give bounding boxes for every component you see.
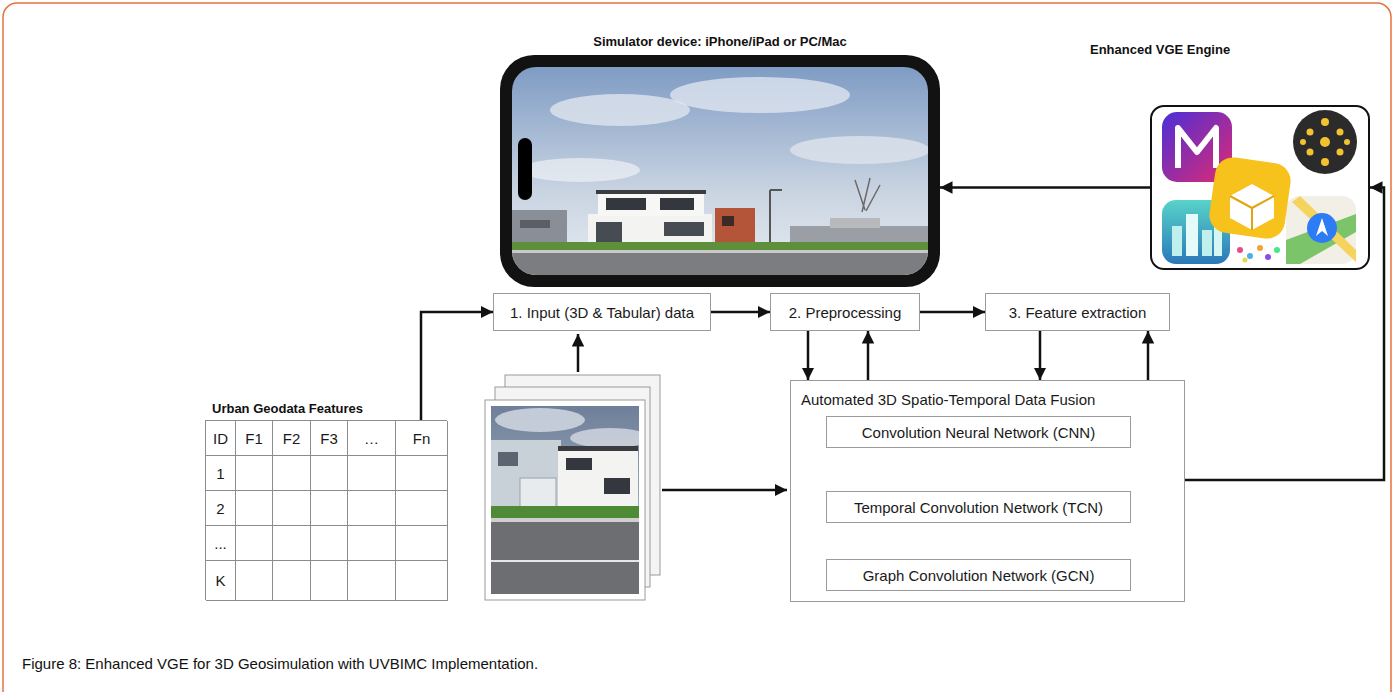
process-box: 3. Feature extraction	[985, 293, 1170, 331]
flow-arrow	[807, 331, 810, 380]
flow-arrow	[421, 312, 493, 420]
box-label: 3. Feature extraction	[1009, 304, 1147, 321]
table-cell	[396, 526, 448, 561]
flow-arrow	[1185, 188, 1384, 481]
photo-arrow	[577, 334, 580, 372]
photo-arrow	[662, 489, 787, 492]
table-cell	[236, 561, 273, 601]
photo-stack	[485, 375, 660, 600]
phone-illustration	[500, 55, 940, 287]
box-label: Temporal Convolution Network (TCN)	[854, 499, 1103, 516]
table-cell	[311, 491, 348, 526]
box-label: 1. Input (3D & Tabular) data	[510, 304, 694, 321]
engine-heading: Enhanced VGE Engine	[1090, 42, 1230, 57]
data-table: Urban Geodata FeaturesIDF1F2F3…Fn12...K	[205, 420, 447, 600]
table-cell	[396, 456, 448, 491]
process-box: 2. Preprocessing	[770, 293, 920, 331]
network-box: Graph Convolution Network (GCN)	[826, 559, 1131, 591]
table-cell	[311, 526, 348, 561]
table-cell: K	[206, 561, 236, 601]
process-box: 1. Input (3D & Tabular) data	[493, 293, 711, 331]
table-cell	[273, 561, 311, 601]
table-cell	[273, 491, 311, 526]
table-cell	[348, 456, 396, 491]
flow-arrow	[940, 186, 1150, 189]
table-cell	[348, 526, 396, 561]
table-cell	[236, 526, 273, 561]
table-cell	[396, 561, 448, 601]
box-label: Convolution Neural Network (CNN)	[862, 424, 1095, 441]
table-cell	[273, 526, 311, 561]
network-box: Temporal Convolution Network (TCN)	[826, 491, 1131, 523]
table-cell	[311, 561, 348, 601]
table-cell	[273, 456, 311, 491]
table-cell: …	[348, 421, 396, 456]
table-cell	[236, 491, 273, 526]
table-cell: F1	[236, 421, 273, 456]
device-frame: Simulator device: iPhone/iPad or PC/Mac	[500, 55, 940, 287]
figure-frame	[3, 3, 1391, 692]
flow-arrow	[711, 311, 770, 314]
flow-arrow	[867, 331, 870, 380]
table-cell: ...	[206, 526, 236, 561]
fusion-box: Automated 3D Spatio-Temporal Data Fusion…	[790, 380, 1185, 602]
table-cell	[348, 561, 396, 601]
table-cell: 2	[206, 491, 236, 526]
table-cell: ID	[206, 421, 236, 456]
table-cell: F2	[273, 421, 311, 456]
flow-arrow	[1039, 331, 1042, 380]
box-label: 2. Preprocessing	[789, 304, 902, 321]
table-cell	[396, 491, 448, 526]
table-cell: Fn	[396, 421, 448, 456]
table-cell: F3	[311, 421, 348, 456]
group-heading: Automated 3D Spatio-Temporal Data Fusion	[801, 391, 1095, 408]
flow-arrow	[920, 311, 985, 314]
table-heading: Urban Geodata Features	[212, 401, 363, 416]
table-cell	[311, 456, 348, 491]
network-box: Convolution Neural Network (CNN)	[826, 416, 1131, 448]
figure-caption: Figure 8: Enhanced VGE for 3D Geosimulat…	[22, 655, 538, 672]
device-heading: Simulator device: iPhone/iPad or PC/Mac	[593, 34, 847, 49]
table-cell	[348, 491, 396, 526]
flow-arrow	[1147, 331, 1150, 380]
table-cell	[236, 456, 273, 491]
box-label: Graph Convolution Network (GCN)	[863, 567, 1095, 584]
table-cell: 1	[206, 456, 236, 491]
engine-icons	[1162, 110, 1357, 264]
engine-box: Enhanced VGE Engine	[1150, 105, 1370, 270]
